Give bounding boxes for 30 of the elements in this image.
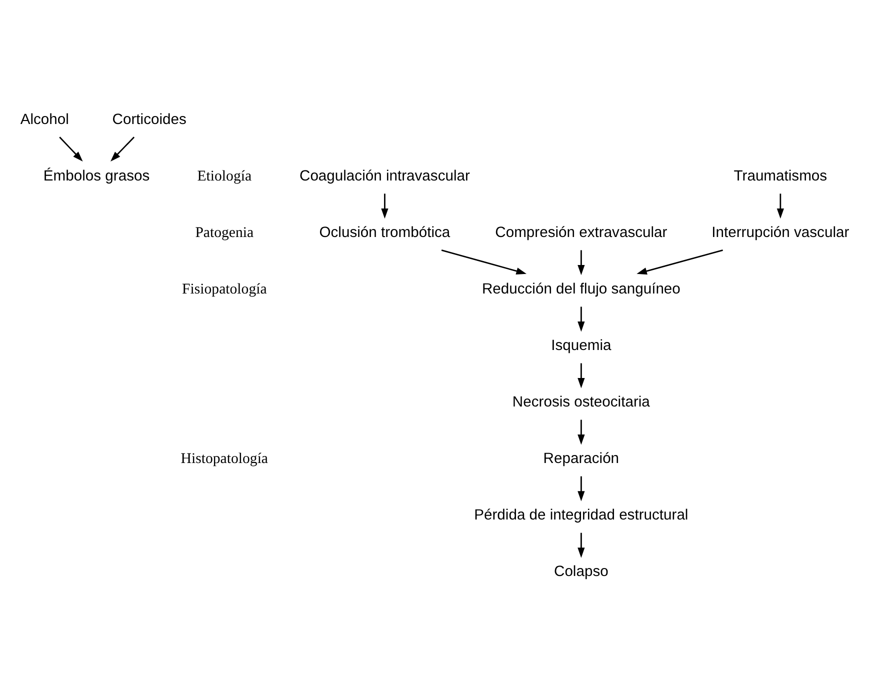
node-text: Colapso: [554, 564, 608, 580]
arrow: [578, 420, 585, 445]
arrow: [578, 532, 585, 558]
arrow: [59, 136, 83, 162]
node-text: Pérdida de integridad estructural: [474, 508, 688, 524]
node-text: Corticoides: [112, 112, 186, 128]
node-text: Coagulación intravascular: [300, 168, 470, 184]
label: Patogenia: [195, 224, 254, 241]
arrow: [381, 194, 388, 219]
arrow: [636, 250, 723, 275]
node-text: Alcohol: [20, 112, 69, 128]
node-text: Reparación: [543, 451, 620, 468]
arrow: [578, 476, 585, 502]
node-text: Interrupción vascular: [712, 224, 850, 241]
arrow: [110, 136, 135, 162]
label: Etiología: [197, 168, 252, 184]
label: Histopatología: [180, 451, 268, 468]
label: Fisiopatología: [182, 281, 267, 298]
arrow: [776, 194, 784, 219]
node-text: Émbolos grasos: [43, 168, 150, 184]
arrow: [441, 250, 527, 275]
node-text: Oclusión trombótica: [319, 224, 450, 241]
node-text: Necrosis osteocitaria: [512, 394, 650, 411]
arrow: [578, 306, 585, 332]
node-text: Compresión extravascular: [495, 224, 668, 241]
arrow: [578, 363, 585, 388]
node-text: Reducción del flujo sanguíneo: [482, 281, 680, 298]
node-text: Isquemia: [551, 338, 612, 354]
arrow: [578, 250, 585, 276]
node-text: Traumatismos: [734, 168, 828, 184]
